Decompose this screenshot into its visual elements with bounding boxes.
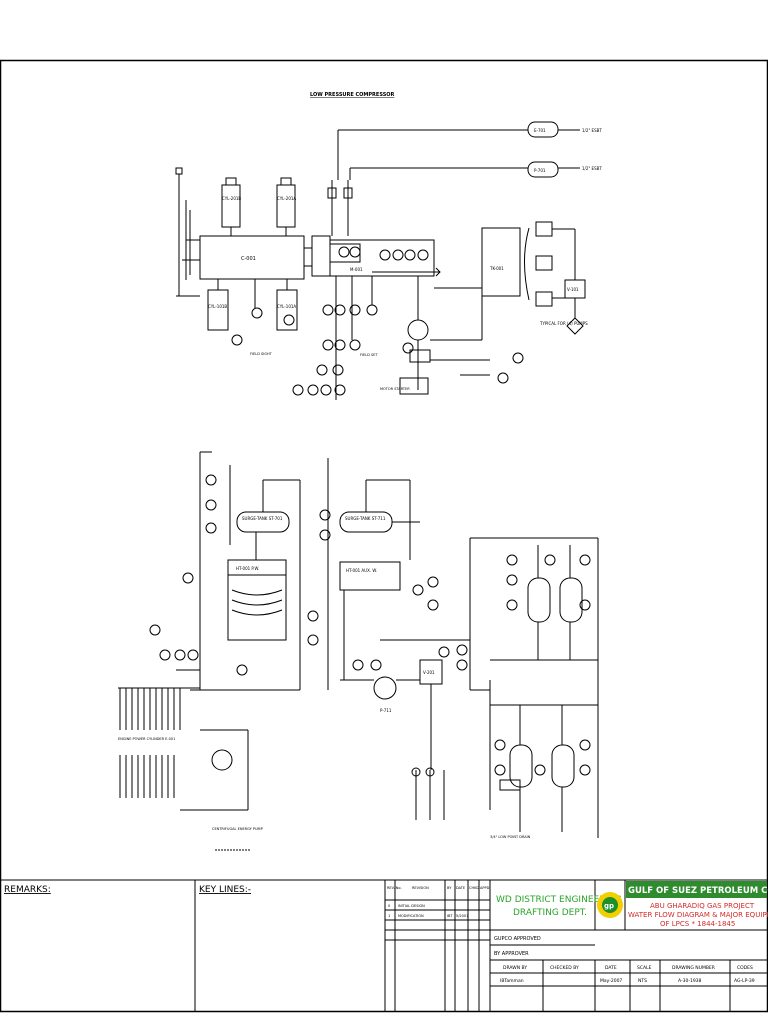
rev-header-2: BY bbox=[447, 886, 452, 890]
gupco-approved: GUPCO APPROVED bbox=[494, 936, 541, 942]
cylinder-201b-label: CYL-201B bbox=[222, 196, 241, 201]
vessel-e701-label: E-701 bbox=[534, 128, 546, 133]
dept-line-2: DRAFTING DEPT. bbox=[513, 908, 587, 918]
dept-line-1: WD DISTRICT ENGINEERING bbox=[496, 895, 622, 905]
rev-row-1-no: 1 bbox=[388, 914, 390, 918]
vessel-p701 bbox=[527, 161, 559, 178]
vessel-v101-label: V-101 bbox=[567, 287, 579, 292]
key-lines-label: KEY LINES:- bbox=[199, 885, 251, 895]
rev-header-4: CHKD bbox=[469, 886, 479, 890]
rev-row-0-desc: INITIAL DESIGN bbox=[398, 904, 425, 908]
title-block bbox=[0, 879, 768, 1011]
sheet-border bbox=[0, 59, 768, 1013]
instrument-bubbles-top: MOTOR STARTER FIELD SIGHT FIELD SET bbox=[231, 276, 524, 400]
water-system-section: SURGE-TANK ST-701 HT-001 P.W. ENGINE POW… bbox=[118, 451, 599, 851]
rev-row-0-no: 0 bbox=[388, 904, 390, 908]
centrifugal-pump bbox=[211, 749, 233, 771]
footer-table: DRAWN BY CHECKED BY DATE SCALE DRAWING N… bbox=[500, 965, 755, 984]
top-note-1: 1/2" ESBT bbox=[582, 128, 602, 133]
tank-ht001-label: TK-001 bbox=[489, 266, 504, 271]
footer-value-date: May-2007 bbox=[600, 978, 622, 984]
rev-row-1-desc: MODIFICATION bbox=[398, 914, 424, 918]
engine-power-cylinder: ENGINE POWER CYLINDER E-001 bbox=[118, 687, 200, 798]
rev-header-5: APPD bbox=[480, 886, 490, 890]
footer-value-codes: AG-LP-39 bbox=[734, 978, 755, 984]
footer-header-date: DATE bbox=[605, 965, 617, 971]
footer-header-drawing-number: DRAWING NUMBER bbox=[672, 965, 715, 971]
compressor-label: C-001 bbox=[241, 256, 256, 262]
typical-note: TYPICAL FOR (4) PUMPS bbox=[539, 321, 588, 326]
engine-label: M-001 bbox=[350, 267, 363, 272]
rev-header-3: DATE bbox=[456, 886, 465, 890]
field-set-note: FIELD SET bbox=[360, 353, 378, 357]
footer-header-drawn: DRAWN BY bbox=[503, 965, 527, 971]
heater-ht001 bbox=[227, 559, 287, 641]
footer-header-codes: CODES bbox=[737, 965, 753, 971]
pump-p711-label: P-711 bbox=[380, 708, 392, 713]
low-point-drain-note: 3/4" LOW POINT DRAIN bbox=[490, 835, 531, 839]
footer-value-drawn: IBTamman bbox=[500, 978, 524, 984]
remarks-label: REMARKS: bbox=[4, 885, 51, 895]
motor-starter-note: MOTOR STARTER bbox=[380, 387, 410, 391]
top-note-2: 1/2" ESBT bbox=[582, 166, 602, 171]
project-line-1: ABU GHARADIQ GAS PROJECT bbox=[650, 902, 755, 910]
footer-value-scale: NTS bbox=[638, 978, 647, 984]
rev-row-1-date: 5/2007 bbox=[456, 914, 468, 918]
heater-ht001-aux bbox=[339, 561, 401, 591]
footer-header-checked: CHECKED BY bbox=[550, 965, 579, 971]
heater-ht001-label: HT-001 P.W. bbox=[236, 566, 259, 571]
footer-value-drawing-number: A-30-1938 bbox=[678, 978, 702, 984]
cylinder-101b-label: CYL-101B bbox=[208, 304, 227, 309]
heater-aux-label: HT-001 AUX. W. bbox=[346, 568, 377, 573]
vessel-p701-label: P-701 bbox=[534, 168, 546, 173]
rev-row-1-by: IBT bbox=[447, 914, 453, 918]
tank-ht001 bbox=[481, 227, 521, 297]
vessel-v201-label: V-201 bbox=[423, 670, 435, 675]
engine-power-label: ENGINE POWER CYLINDER E-001 bbox=[118, 737, 175, 741]
cylinder-201a-label: CYL-201A bbox=[277, 196, 296, 201]
field-sight-note: FIELD SIGHT bbox=[250, 352, 273, 356]
rev-header-1: REVISION bbox=[412, 886, 429, 890]
centrifugal-label: CENTRIFUGAL ENERGY PUMP bbox=[212, 827, 263, 831]
surge-tank-1-label: SURGE-TANK ST-701 bbox=[242, 516, 283, 521]
footer-header-scale: SCALE bbox=[637, 965, 652, 971]
project-line-2: WATER FLOW DIAGRAM & MAJOR EQUIPMENT bbox=[628, 911, 768, 919]
by-approver: BY APPROVER bbox=[494, 951, 529, 957]
rev-header-0: REV. No. bbox=[387, 886, 402, 890]
pump-p711 bbox=[373, 676, 397, 700]
project-line-3: OF LPCS * 1844-1845 bbox=[660, 920, 735, 928]
company-banner bbox=[626, 881, 767, 898]
tank-group bbox=[490, 538, 599, 838]
diagram-title: LOW PRESSURE COMPRESSOR bbox=[310, 92, 395, 98]
revision-table: REV. No. REVISION BY DATE CHKD APPD 0 IN… bbox=[387, 886, 490, 918]
compressor-section: LOW PRESSURE COMPRESSOR C-001 CYL-201B C… bbox=[175, 92, 602, 400]
company-name: GULF OF SUEZ PETROLEUM COMPANY bbox=[628, 886, 768, 896]
company-logo: gp bbox=[597, 892, 623, 918]
surge-tank-2-label: SURGE-TANK ST-711 bbox=[345, 516, 386, 521]
logo-text: gp bbox=[604, 902, 614, 910]
cylinder-101a-label: CYL-101A bbox=[277, 304, 296, 309]
